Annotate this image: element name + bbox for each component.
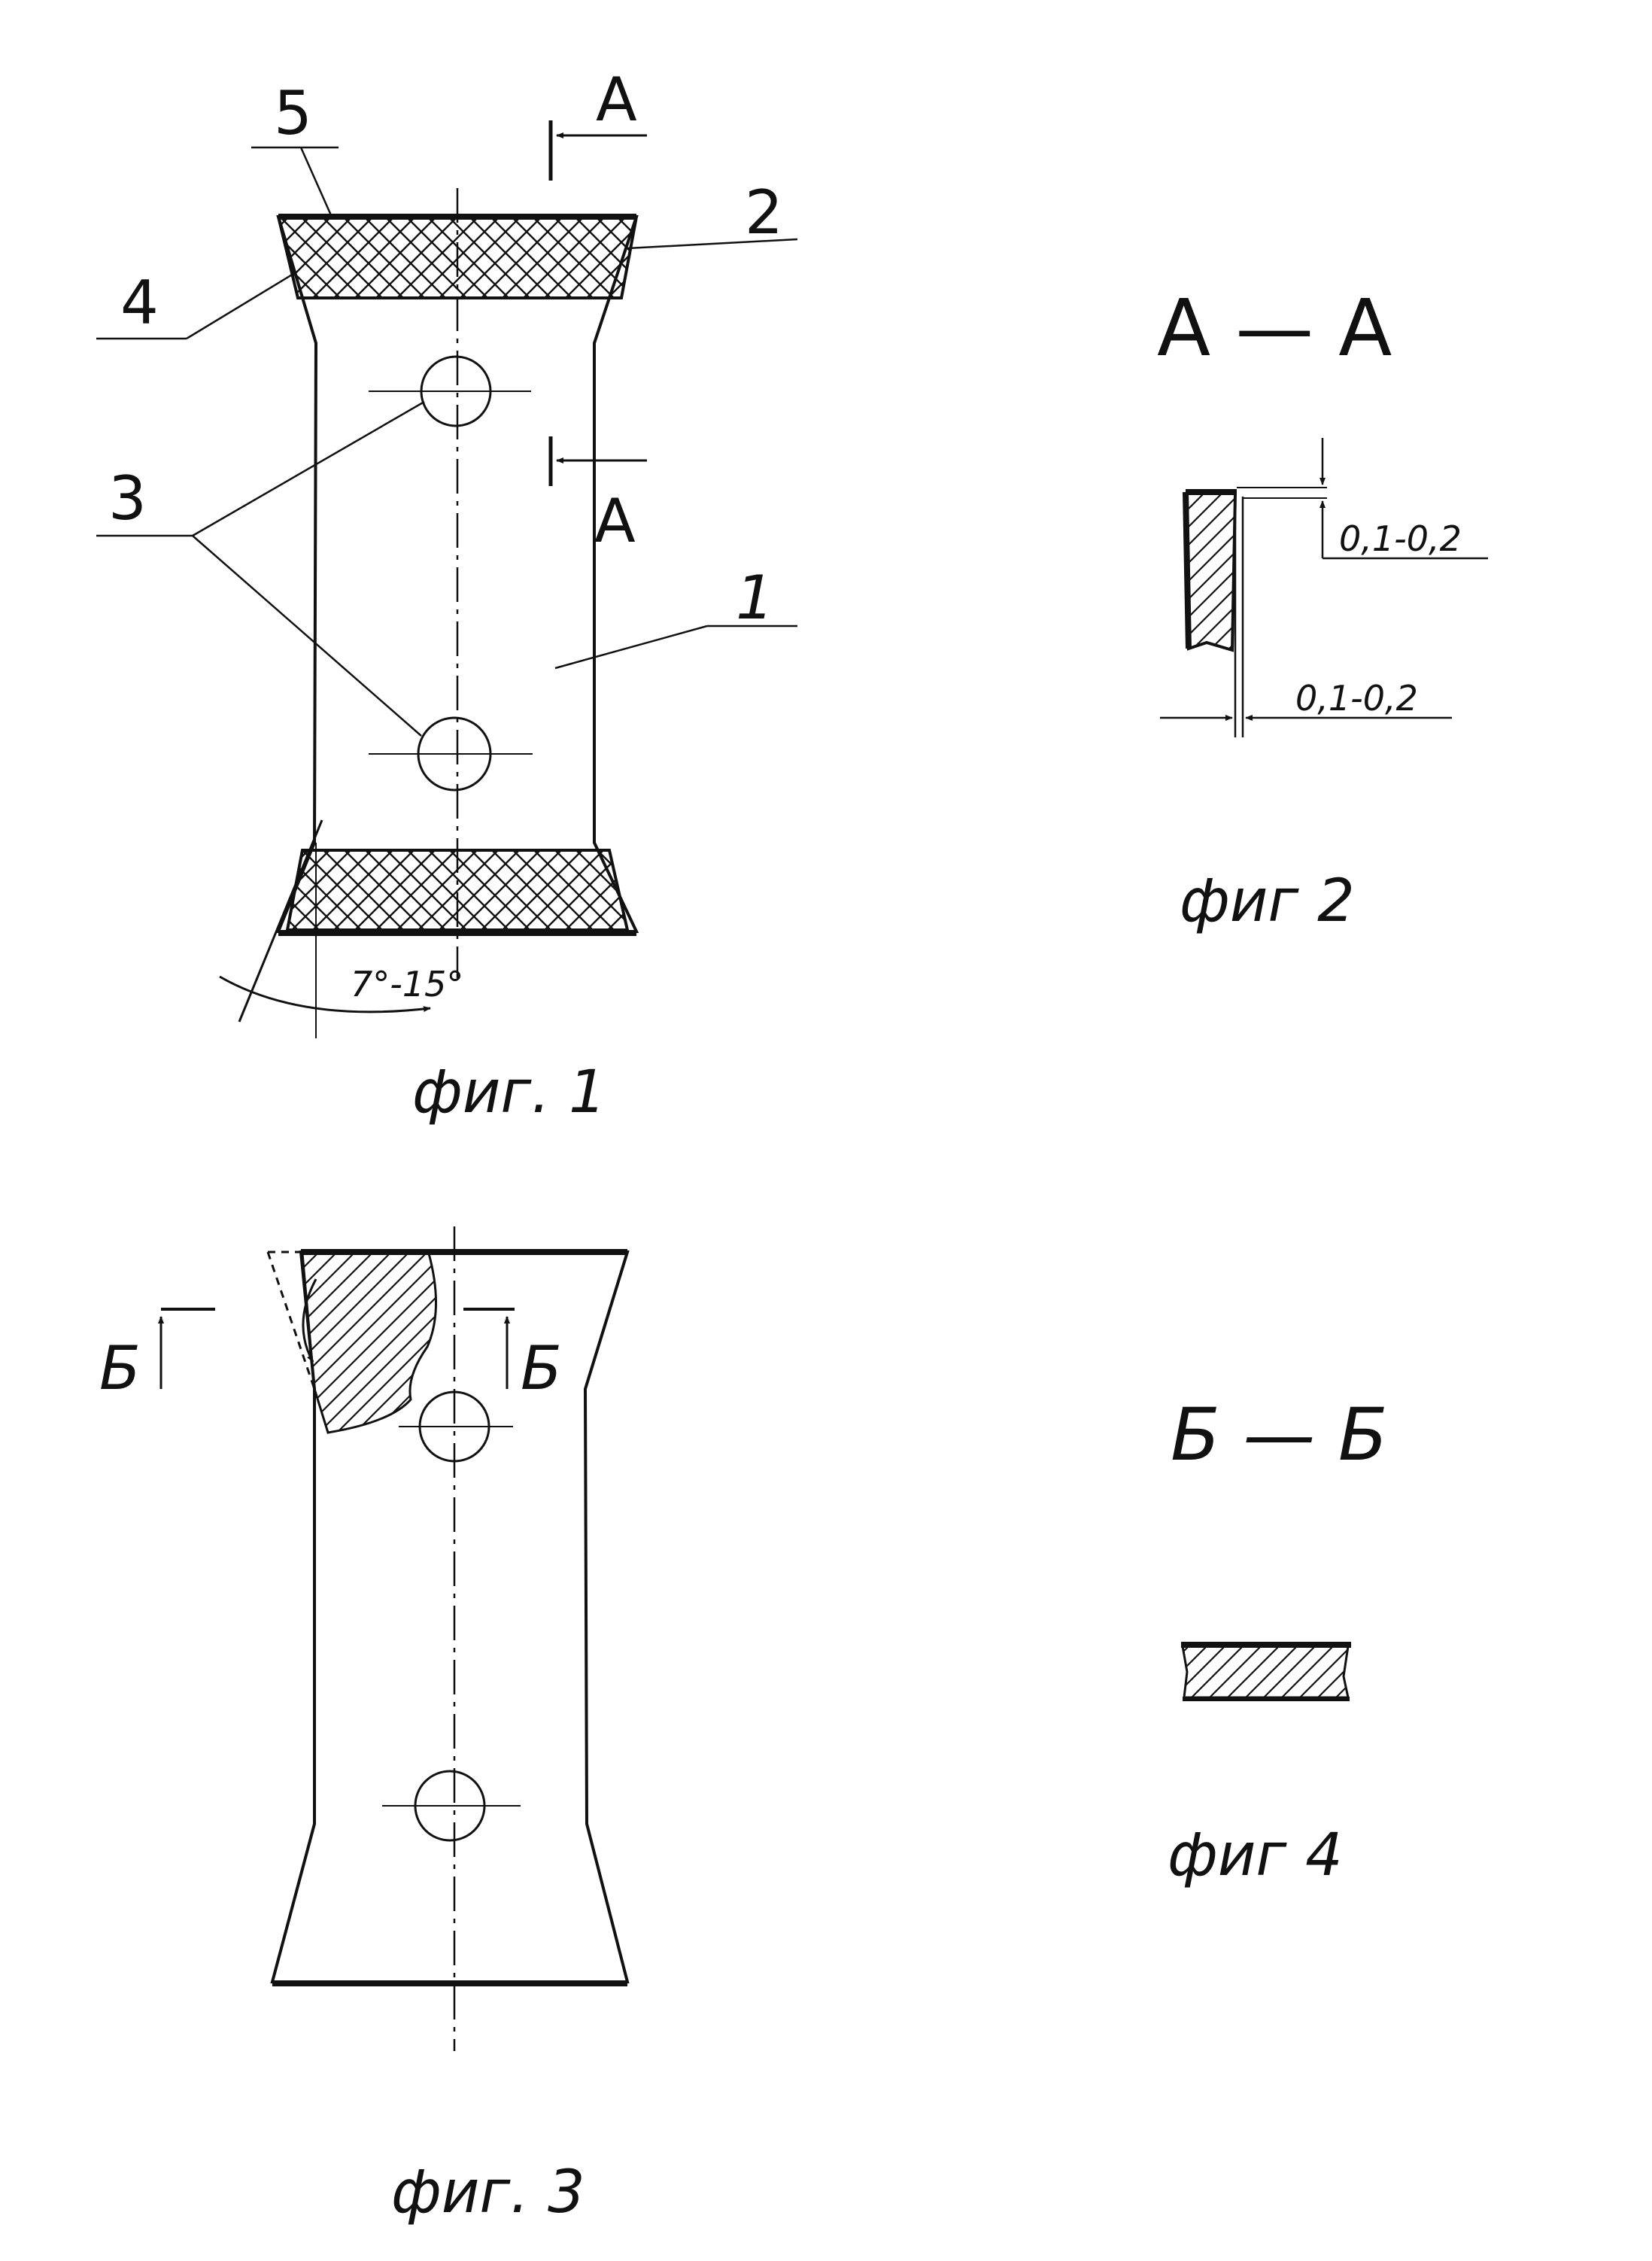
leader-1	[554, 625, 708, 670]
section-b-right-letter: Б	[521, 1333, 562, 1403]
angle-arc	[219, 975, 431, 1013]
leader-5	[299, 147, 333, 216]
dim-top-value: 0,1-0,2	[1339, 518, 1462, 559]
section-a-a-hatched-part	[1185, 492, 1237, 652]
label-5: 5	[274, 78, 312, 148]
figure-4-caption: фиг 4	[1168, 1822, 1343, 1889]
cut-away-hatched	[301, 1252, 437, 1434]
leader-4	[186, 272, 294, 340]
dim-bottom-value: 0,1-0,2	[1295, 678, 1418, 719]
figure-2-labels: А — А 0,1-0,2 0,1-0,2 фиг 2	[1157, 282, 1462, 935]
section-a-top-letter: А	[596, 65, 637, 135]
leader-2	[627, 238, 798, 250]
figure-4-labels: Б — Б фиг 4	[1168, 1393, 1388, 1889]
section-a-bottom-letter: А	[594, 486, 636, 556]
figure-2	[1160, 438, 1488, 737]
figure-4	[1181, 1642, 1351, 1701]
angle-label: 7°-15°	[351, 964, 463, 1004]
label-2: 2	[745, 178, 783, 248]
figure-3-labels: Б Б фиг. 3	[99, 1333, 585, 2226]
label-1: 1	[736, 563, 774, 633]
figure-3-caption: фиг. 3	[391, 2159, 585, 2226]
cut-away-arc	[302, 1278, 317, 1363]
dashed-original-edge-b	[266, 1251, 316, 1390]
angle-line-slope	[238, 819, 323, 1023]
figure-2-caption: фиг 2	[1180, 868, 1355, 935]
label-3: 3	[108, 463, 147, 533]
leader-3a	[192, 400, 425, 537]
label-4: 4	[120, 268, 159, 338]
section-a-a-title: А — А	[1157, 282, 1392, 374]
section-b-b-strip	[1181, 1645, 1350, 1699]
leader-3b	[192, 535, 422, 737]
figure-3	[158, 1226, 630, 2051]
section-a-a-thick-left	[1183, 491, 1192, 649]
section-b-left-letter: Б	[99, 1333, 141, 1403]
figure-1	[96, 120, 798, 1038]
figure-1-caption: фиг. 1	[412, 1059, 606, 1126]
figure-1-labels: 5 2 4 3 1 А А 7°-15° фиг. 1	[108, 65, 783, 1126]
section-b-b-title: Б — Б	[1171, 1393, 1388, 1477]
